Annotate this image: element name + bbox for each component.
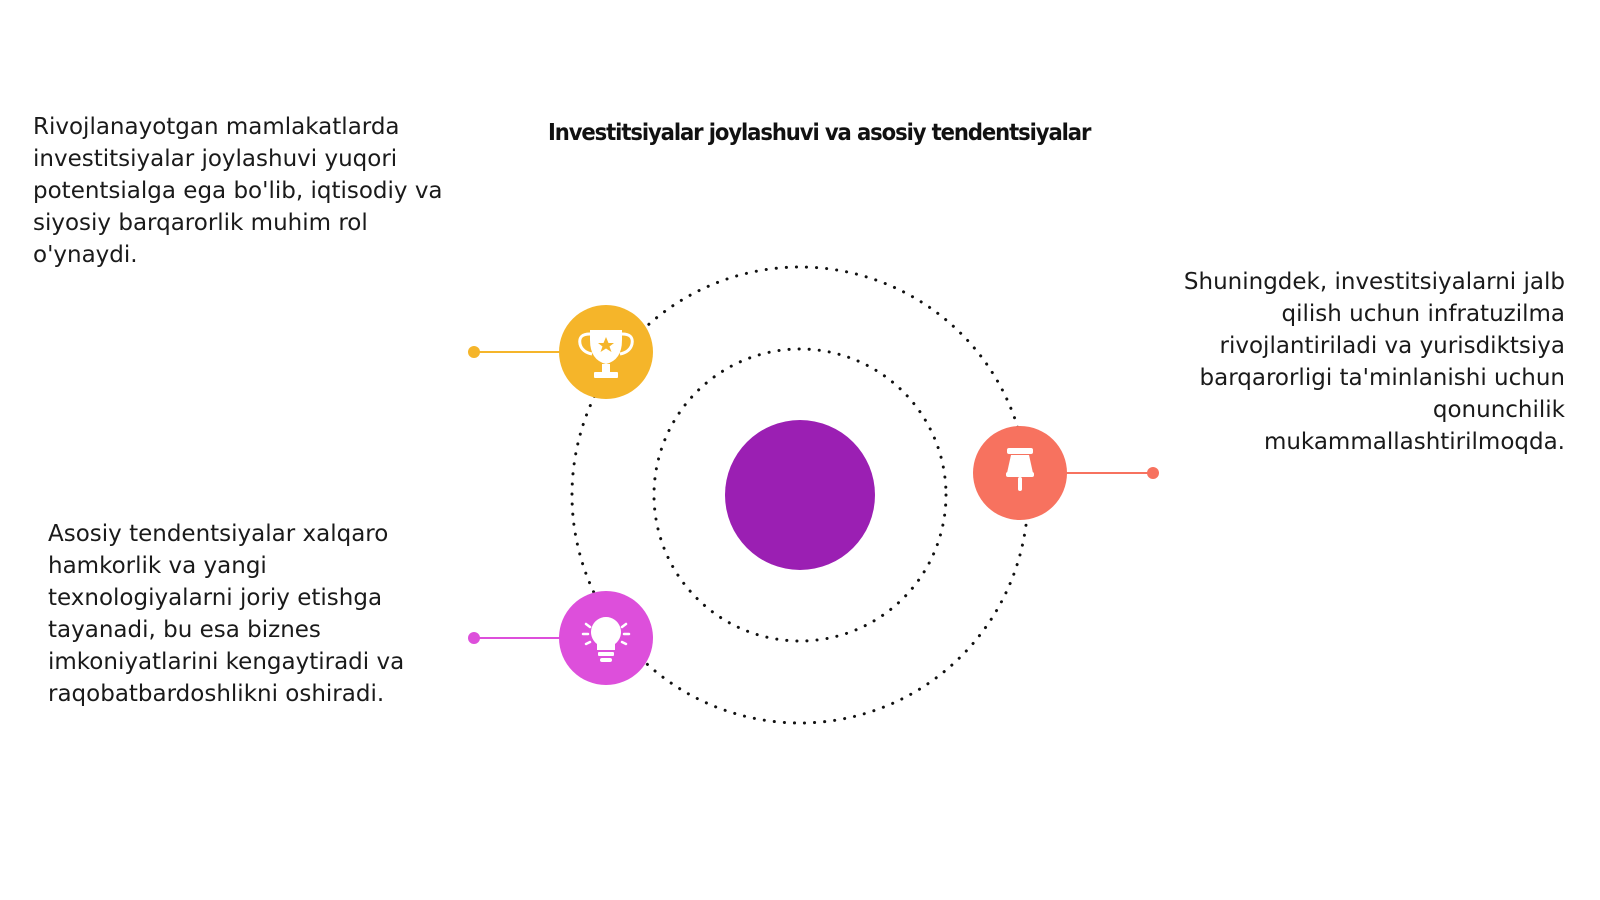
connector-dot-pushpin	[1147, 467, 1159, 479]
pushpin-icon	[1006, 448, 1034, 491]
node-pushpin	[973, 426, 1159, 520]
diagram-title: Investitsiyalar joylashuvi va asosiy ten…	[548, 120, 1091, 146]
connector-dot-lightbulb	[468, 632, 480, 644]
connector-dot-trophy	[468, 346, 480, 358]
node-lightbulb	[468, 591, 653, 685]
description-lightbulb: Asosiy tendentsiyalar xalqaro hamkorlik …	[48, 521, 405, 707]
lightbulb-icon	[581, 617, 631, 662]
inner-orbit	[652, 347, 948, 643]
trophy-icon	[578, 330, 634, 378]
center-circle	[725, 420, 875, 570]
description-trophy: Rivojlanayotgan mamlakatlarda investitsi…	[33, 114, 443, 268]
description-pushpin: Shuningdek, investitsiyalarni jalb qilis…	[1183, 269, 1565, 455]
node-trophy	[468, 305, 653, 399]
